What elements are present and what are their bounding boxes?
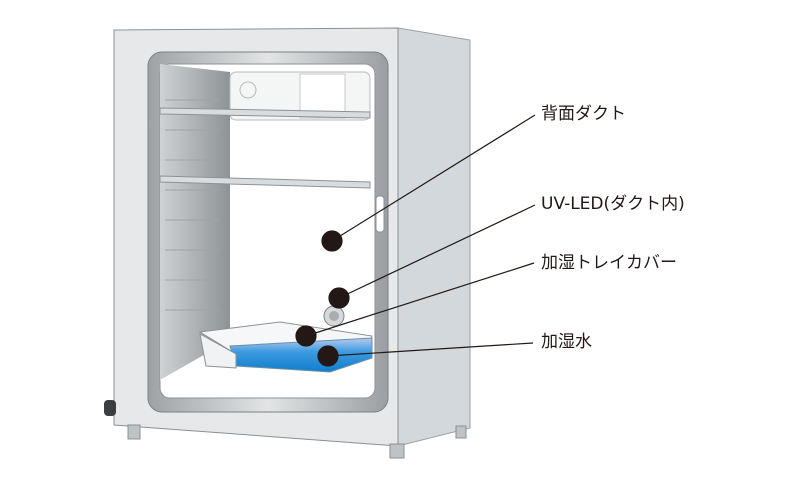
door-latch (375, 195, 385, 233)
chamber-left-wall (160, 64, 230, 380)
duct-fan-port (239, 81, 257, 99)
callout-line-tray-cover (305, 262, 535, 337)
label-humid-water: 加湿水 (541, 332, 592, 352)
callout-line-uv-led (338, 204, 536, 299)
foot (127, 424, 141, 440)
tray-front (199, 333, 237, 369)
caster (104, 400, 116, 416)
cabinet-side (397, 27, 471, 447)
label-rear-duct: 背面ダクト (541, 104, 626, 124)
foot (455, 425, 467, 439)
callout-dot-humid-water (317, 345, 339, 367)
callout-dot-rear-duct (321, 230, 343, 252)
callout-dot-tray-cover (295, 325, 317, 347)
shelf-upper (159, 107, 371, 119)
callout-dot-uv-led (328, 287, 350, 309)
shelf-lower (159, 175, 371, 189)
label-tray-cover: 加湿トレイカバー (541, 253, 677, 273)
foot (389, 443, 405, 459)
callout-line-rear-duct (331, 114, 536, 242)
label-uv-led: UV-LED(ダクト内) (541, 194, 685, 214)
callout-line-humid-water (327, 342, 534, 357)
callouts (295, 114, 536, 367)
